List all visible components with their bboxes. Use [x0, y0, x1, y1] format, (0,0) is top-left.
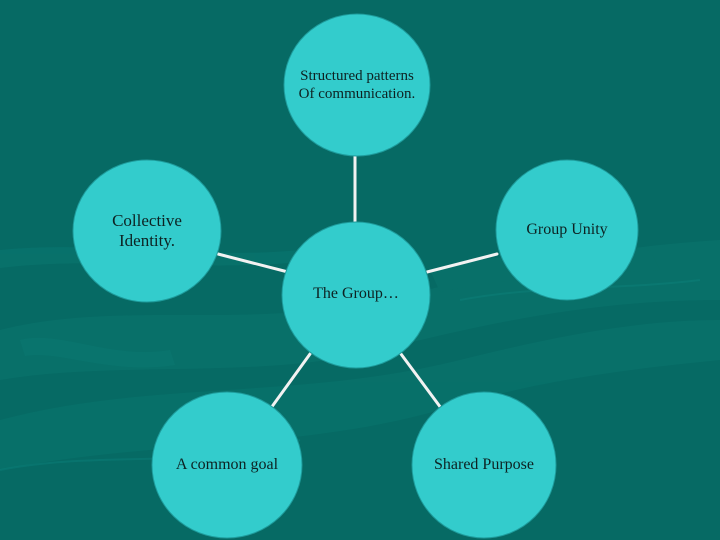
node-the-group: The Group…: [282, 222, 430, 368]
node-label-center: The Group…: [313, 285, 399, 302]
node-label-right: Group Unity: [526, 221, 608, 239]
node-structured-patterns: Structured patterns Of communication.: [284, 14, 430, 156]
connector-left: [216, 252, 290, 274]
node-common-goal: A common goal: [152, 392, 302, 538]
connector-bottom-right: [399, 352, 443, 410]
node-label-left: Collective Identity.: [112, 210, 182, 250]
circle-right: [495, 159, 639, 301]
circle-left: [72, 159, 222, 303]
node-label-top: Structured patterns Of communication.: [298, 68, 416, 102]
circle-center: [281, 221, 431, 369]
node-label-bottom-left: A common goal: [175, 456, 279, 474]
node-group-unity: Group Unity: [496, 160, 638, 300]
node-collective-identity: Collective Identity.: [73, 160, 221, 302]
node-shared-purpose: Shared Purpose: [412, 392, 556, 538]
connector-bottom-left: [269, 352, 312, 410]
connector-right: [425, 252, 499, 274]
circle-top: [283, 13, 431, 157]
node-label-bottom-right: Shared Purpose: [434, 456, 534, 474]
circle-bottom-right: [411, 391, 557, 539]
connector-lines: [216, 154, 499, 410]
circle-bottom-left: [151, 391, 303, 539]
